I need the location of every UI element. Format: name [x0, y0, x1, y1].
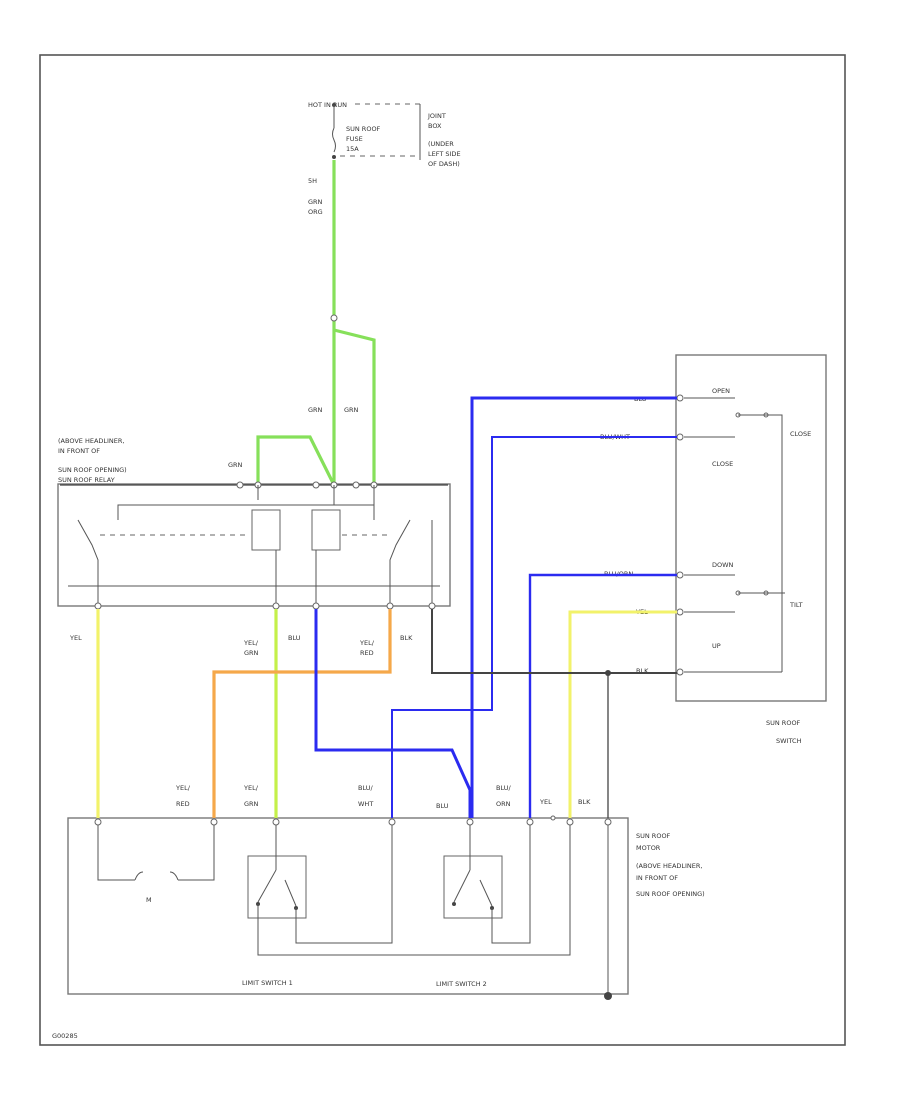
fuse-label-2: FUSE: [346, 135, 363, 143]
relay-out-blk: BLK: [400, 634, 413, 642]
relay-out-yel: YEL: [69, 634, 82, 642]
motor-in-yelgrn-1: YEL/: [243, 784, 259, 792]
relay-out-blu: BLU: [288, 634, 301, 642]
sw-wire-blk: BLK: [636, 667, 649, 675]
switch-name-2: SWITCH: [776, 737, 802, 745]
switch-tilt: TILT: [789, 601, 803, 609]
switch-up: UP: [712, 642, 721, 650]
switch-close: CLOSE: [712, 460, 733, 468]
motor-in-bluorn-1: BLU/: [496, 784, 512, 792]
motor-in-bluorn-2: ORN: [496, 800, 511, 808]
fuse-wire-color-2: ORG: [308, 208, 323, 216]
fuse-block: HOT IN RUN JOINT BOX (UNDER LEFT SIDE OF…: [308, 101, 461, 216]
joint-box-label-2: BOX: [428, 122, 442, 130]
circuit-label: 5H: [308, 177, 317, 185]
wire-blu-switch: [470, 396, 677, 818]
fuse-label-3: 15A: [346, 145, 359, 153]
relay-out-yelred-2: RED: [360, 649, 374, 657]
joint-box-label-4: LEFT SIDE: [428, 150, 461, 158]
motor-symbol: M: [146, 896, 152, 904]
grn-label-mid-2: GRN: [344, 406, 359, 414]
sun-roof-relay: (ABOVE HEADLINER, IN FRONT OF SUN ROOF O…: [57, 437, 451, 657]
wire-bluwht: [391, 436, 677, 818]
relay-title-1: (ABOVE HEADLINER,: [58, 437, 125, 445]
relay-title-4: SUN ROOF RELAY: [58, 476, 115, 484]
fuse-label-1: SUN ROOF: [346, 125, 381, 133]
motor-desc-4: IN FRONT OF: [636, 874, 678, 882]
motor-in-yelgrn-2: GRN: [244, 800, 259, 808]
joint-box-label-1: JOINT: [427, 112, 446, 120]
relay-out-yelgrn-2: GRN: [244, 649, 259, 657]
wire-blu-relay: [314, 609, 472, 818]
motor-in-yelred-2: RED: [176, 800, 190, 808]
joint-box-label-5: OF DASH): [428, 160, 460, 168]
joint-box-label-3: (UNDER: [428, 140, 454, 148]
sun-roof-motor: M LIMIT SWITCH 1 LIMIT SWITCH 2 SUN ROOF…: [67, 817, 705, 1000]
switch-open: OPEN: [712, 387, 730, 395]
motor-in-bluwht-1: BLU/: [358, 784, 374, 792]
diagram-code: G00285: [52, 1032, 78, 1040]
motor-desc-3: (ABOVE HEADLINER,: [636, 862, 703, 870]
diagram-border: [39, 54, 846, 1046]
switch-name-1: SUN ROOF: [766, 719, 801, 727]
wire-blk-ground: [431, 609, 677, 674]
switch-close-right: CLOSE: [790, 430, 811, 438]
motor-in-blk: BLK: [578, 798, 591, 806]
motor-in-yelred-1: YEL/: [175, 784, 191, 792]
grn-label-mid-1: GRN: [308, 406, 323, 414]
relay-out-yelred-1: YEL/: [359, 639, 375, 647]
green-wires: [256, 160, 376, 486]
relay-title-2: IN FRONT OF: [58, 447, 100, 455]
grn-label-left: GRN: [228, 461, 243, 469]
sun-roof-switch: OPEN CLOSE CLOSE DOWN UP TILT SUN ROOF S…: [675, 354, 827, 745]
relay-title-3: SUN ROOF OPENING): [58, 466, 127, 474]
switch-down: DOWN: [712, 561, 734, 569]
relay-out-yelgrn-1: YEL/: [243, 639, 259, 647]
motor-desc-1: SUN ROOF: [636, 832, 671, 840]
limit-switch-2-label: LIMIT SWITCH 2: [436, 980, 487, 988]
motor-desc-5: SUN ROOF OPENING): [636, 890, 705, 898]
motor-in-blu: BLU: [436, 802, 449, 810]
fuse-wire-color-1: GRN: [308, 198, 323, 206]
motor-in-yel: YEL: [539, 798, 552, 806]
wire-yelred: [212, 609, 392, 818]
motor-desc-2: MOTOR: [636, 844, 661, 852]
motor-in-bluwht-2: WHT: [358, 800, 373, 808]
wire-yel-switch: [568, 610, 677, 818]
limit-switch-1-label: LIMIT SWITCH 1: [242, 979, 293, 987]
wire-bluorn: [528, 573, 677, 818]
hot-in-run-label: HOT IN RUN: [308, 101, 347, 109]
